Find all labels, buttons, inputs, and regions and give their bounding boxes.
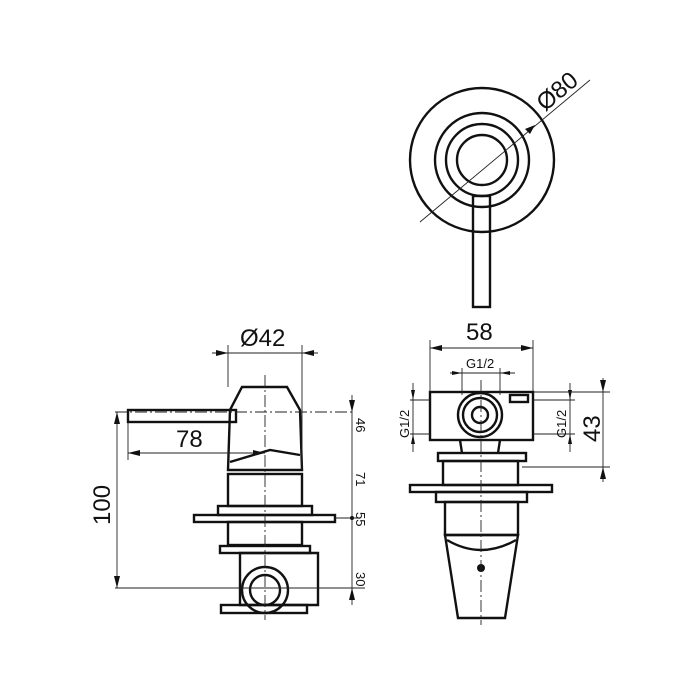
top-thread-label: G1/2: [466, 356, 494, 371]
height-label: 100: [89, 485, 116, 525]
dim-55: 55: [353, 512, 368, 526]
width-label: 58: [466, 319, 493, 346]
dim-71: 71: [353, 472, 368, 486]
side-view: 100 78 Ø42 46 71 55 30: [89, 325, 368, 620]
left-thread-label: G1/2: [397, 410, 412, 438]
dim-30: 30: [353, 572, 368, 586]
side-diameter-label: Ø42: [240, 325, 285, 352]
dim-46: 46: [353, 418, 368, 432]
rear-view: 58 G1/2 G1/2 G1/2 43: [397, 319, 610, 625]
front-view: Ø80: [408, 67, 591, 309]
lever-length-label: 78: [176, 426, 203, 453]
right-thread-label: G1/2: [554, 410, 569, 438]
depth-label: 43: [579, 415, 606, 442]
front-diameter-label: Ø80: [532, 67, 584, 117]
